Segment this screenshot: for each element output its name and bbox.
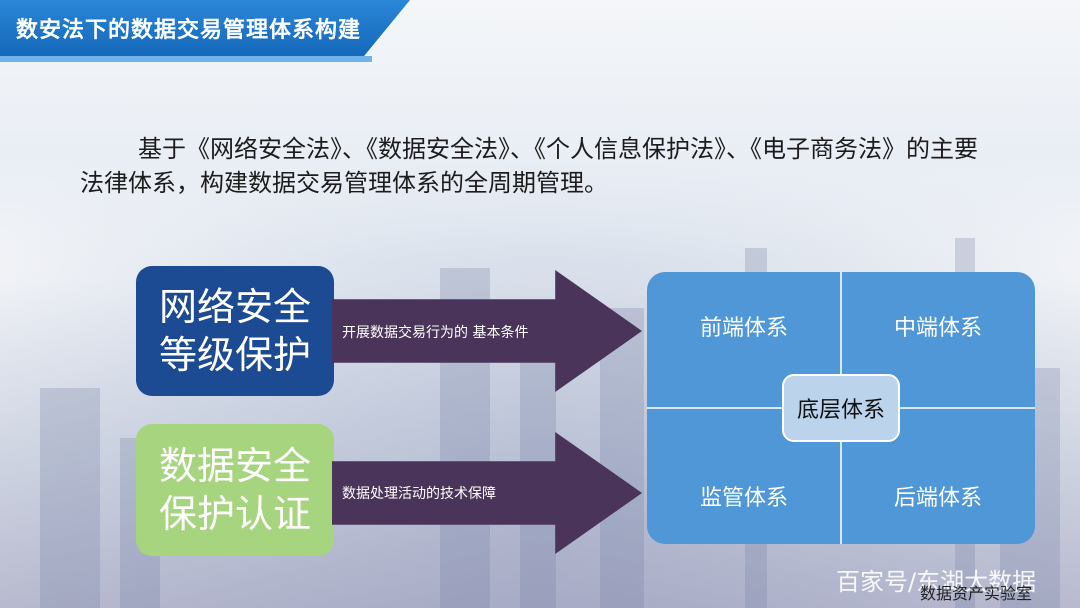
- network-security-box: 网络安全 等级保护: [136, 266, 334, 396]
- title-band: [0, 0, 410, 60]
- quadrant-frontend: 前端体系: [699, 316, 788, 341]
- box-line: 网络安全: [158, 285, 311, 329]
- box-line: 等级保护: [158, 333, 311, 377]
- intro-paragraph: 基于《网络安全法》、《数据安全法》、《个人信息保护法》、《电子商务法》的主要法律…: [80, 135, 978, 197]
- data-security-box: 数据安全 保护认证: [136, 424, 334, 556]
- quadrant-midend: 中端体系: [893, 316, 982, 341]
- slide-title: 数安法下的数据交易管理体系构建: [16, 18, 362, 43]
- watermark-sub: 数据资产实验室: [920, 584, 1033, 603]
- watermark: 百家号/东湖大数据: [836, 568, 1037, 596]
- box-line: 数据安全: [158, 444, 311, 488]
- quadrant-backend: 后端体系: [893, 486, 982, 511]
- quadrant-supervision: 监管体系: [699, 486, 788, 511]
- quadrant-center-base: 底层体系: [782, 374, 900, 442]
- arrow-label-1: 开展数据交易行为的 基本条件: [342, 325, 529, 341]
- title-accent-line: [0, 56, 372, 62]
- box-line: 保护认证: [158, 492, 311, 536]
- arrow-label-2: 数据处理活动的技术保障: [342, 486, 496, 502]
